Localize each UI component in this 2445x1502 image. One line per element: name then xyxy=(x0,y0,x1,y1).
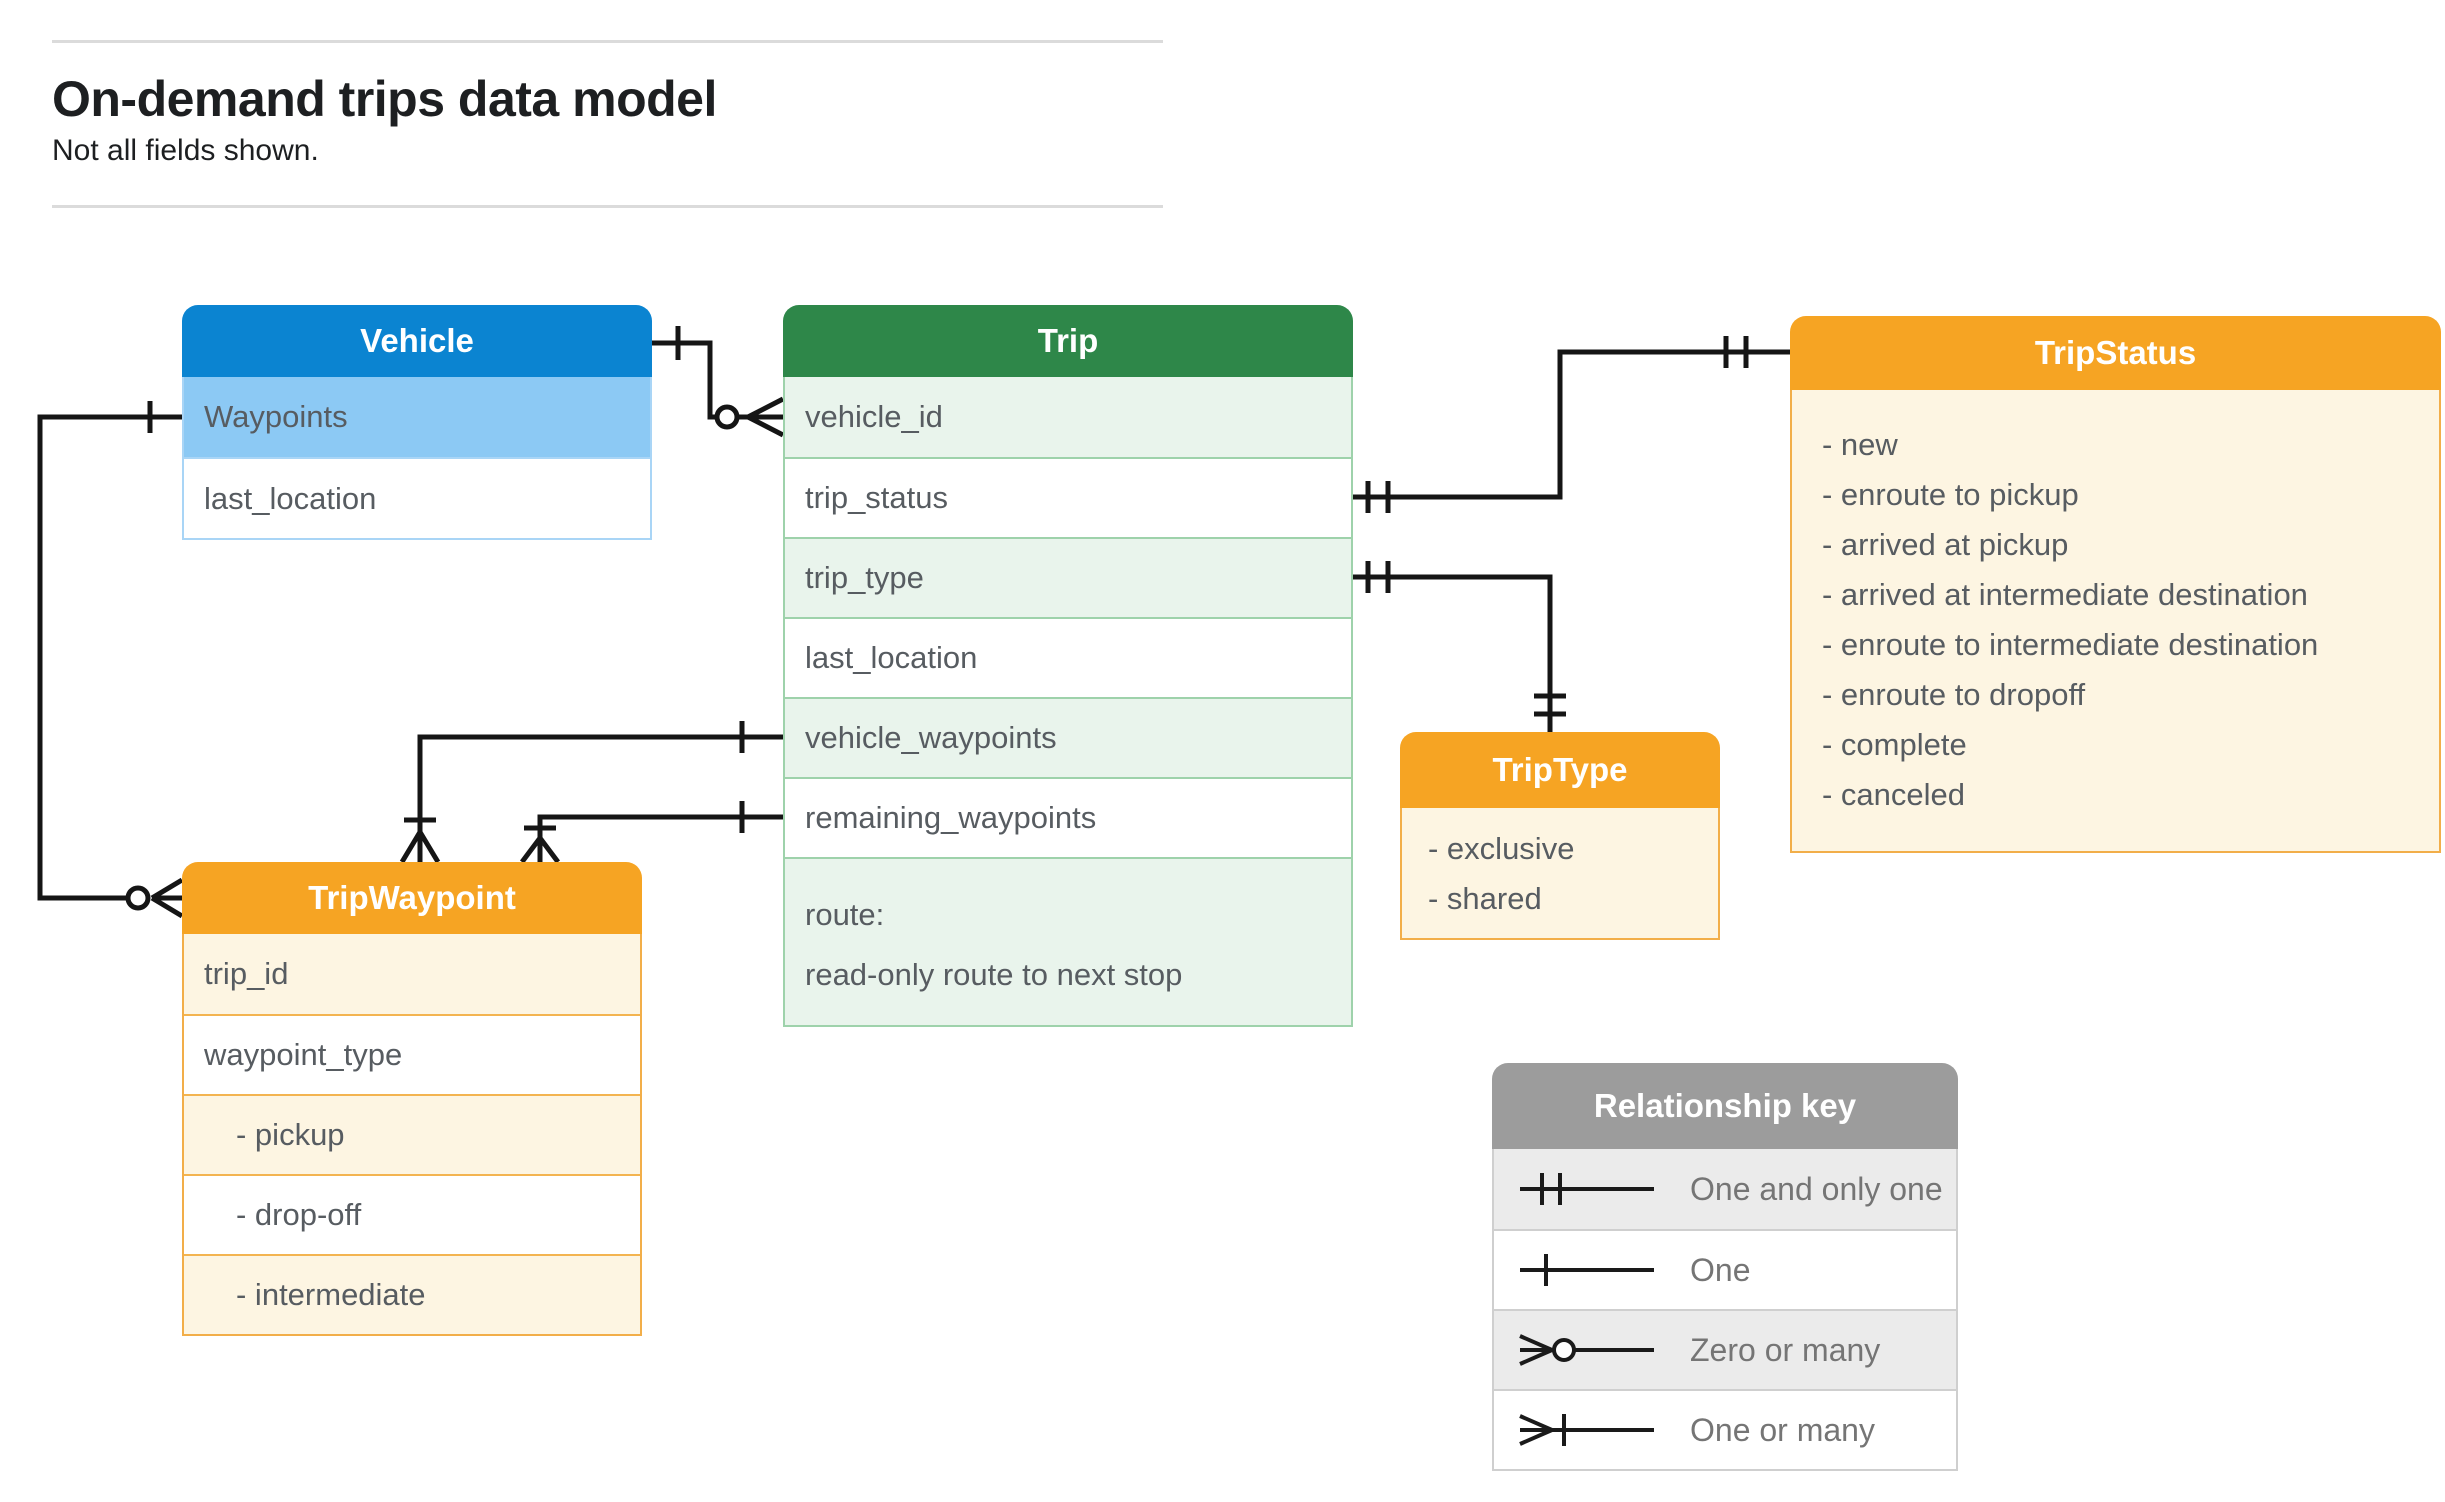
trip-entity: Trip vehicle_id trip_status trip_type la… xyxy=(783,305,1353,1027)
one-and-only-one-icon xyxy=(1520,1173,1654,1205)
trip-row-last-location: last_location xyxy=(785,617,1351,697)
triptype-item: - exclusive xyxy=(1428,831,1575,866)
tripstatus-item: - complete xyxy=(1822,727,1967,762)
trip-row-remaining-waypoints: remaining_waypoints xyxy=(785,777,1351,857)
triptype-item: - shared xyxy=(1428,881,1542,916)
triptype-entity-header: TripType xyxy=(1400,732,1720,808)
tripstatus-entity: TripStatus - new - enroute to pickup - a… xyxy=(1790,316,2441,853)
key-row-one: One xyxy=(1494,1229,1956,1309)
tripstatus-item: - enroute to dropoff xyxy=(1822,677,2086,712)
key-label: One and only one xyxy=(1690,1170,1943,1207)
one-or-many-icon xyxy=(1519,1414,1654,1446)
tripstatus-entity-header: TripStatus xyxy=(1790,316,2441,390)
page-title: On-demand trips data model xyxy=(52,71,717,127)
trip-row-trip-type: trip_type xyxy=(785,537,1351,617)
tripwaypoint-entity-title: TripWaypoint xyxy=(308,879,516,916)
trip-row-vehicle-id: vehicle_id xyxy=(785,377,1351,457)
vehicle-row-last-location: last_location xyxy=(184,457,650,538)
triptype-entity-title: TripType xyxy=(1492,751,1628,788)
connector-trip-status-to-tripstatus xyxy=(1353,336,1790,513)
connector-vehicle-waypoints-field-to-tripwaypoint xyxy=(399,721,783,864)
tripwaypoint-row-waypoint-type: waypoint_type xyxy=(184,1014,640,1094)
tripstatus-entity-title: TripStatus xyxy=(2034,334,2197,371)
tripwaypoint-row-intermediate: - intermediate xyxy=(184,1254,640,1334)
key-label: Zero or many xyxy=(1690,1331,1881,1368)
connector-trip-type-to-triptype xyxy=(1353,561,1566,732)
tripstatus-item: - enroute to pickup xyxy=(1822,477,2079,512)
key-row-zero-or-many: Zero or many xyxy=(1494,1309,1956,1389)
trip-row-route: route: read-only route to next stop xyxy=(785,857,1351,1025)
tripwaypoint-row-trip-id: trip_id xyxy=(184,934,640,1014)
top-divider xyxy=(52,40,1163,43)
key-row-one-and-only-one: One and only one xyxy=(1494,1149,1956,1229)
connector-vehicle-waypoints-to-tripwaypoint xyxy=(37,401,184,919)
tripstatus-entity-body: - new - enroute to pickup - arrived at p… xyxy=(1790,390,2441,853)
tripstatus-item: - new xyxy=(1822,427,1898,462)
triptype-entity: TripType - exclusive - shared xyxy=(1400,732,1720,940)
tripstatus-item: - arrived at pickup xyxy=(1822,527,2069,562)
vehicle-entity-title: Vehicle xyxy=(360,322,474,359)
key-label: One or many xyxy=(1690,1411,1875,1448)
connector-remaining-waypoints-field-to-tripwaypoint xyxy=(520,801,783,864)
trip-entity-header: Trip xyxy=(783,305,1353,377)
tripstatus-item: - canceled xyxy=(1822,777,1966,812)
relationship-key-title: Relationship key xyxy=(1593,1087,1857,1124)
trip-route-label: route: xyxy=(805,897,885,932)
vehicle-entity-header: Vehicle xyxy=(182,305,652,377)
trip-row-vehicle-waypoints: vehicle_waypoints xyxy=(785,697,1351,777)
tripwaypoint-row-drop-off: - drop-off xyxy=(184,1174,640,1254)
tripstatus-item: - enroute to intermediate destination xyxy=(1822,627,2319,662)
trip-entity-title: Trip xyxy=(1037,322,1099,359)
trip-row-trip-status: trip_status xyxy=(785,457,1351,537)
key-label: One xyxy=(1690,1251,1751,1288)
trip-route-note: read-only route to next stop xyxy=(805,957,1183,992)
triptype-entity-body: - exclusive - shared xyxy=(1400,808,1720,940)
tripwaypoint-row-pickup: - pickup xyxy=(184,1094,640,1174)
tripstatus-item: - arrived at intermediate destination xyxy=(1822,577,2308,612)
relationship-key-header: Relationship key xyxy=(1492,1063,1958,1149)
connector-vehicle-to-trip xyxy=(652,326,785,438)
title-bottom-divider xyxy=(52,205,1163,208)
tripwaypoint-entity: TripWaypoint trip_id waypoint_type - pic… xyxy=(182,862,642,1336)
key-row-one-or-many: One or many xyxy=(1494,1389,1956,1469)
vehicle-entity: Vehicle Waypoints last_location xyxy=(182,305,652,540)
vehicle-row-waypoints: Waypoints xyxy=(184,377,650,457)
page-subtitle: Not all fields shown. xyxy=(52,134,319,167)
zero-or-many-icon xyxy=(1519,1334,1654,1366)
tripwaypoint-entity-header: TripWaypoint xyxy=(182,862,642,934)
one-icon xyxy=(1520,1254,1654,1286)
relationship-key: Relationship key One and only one One xyxy=(1492,1063,1958,1471)
